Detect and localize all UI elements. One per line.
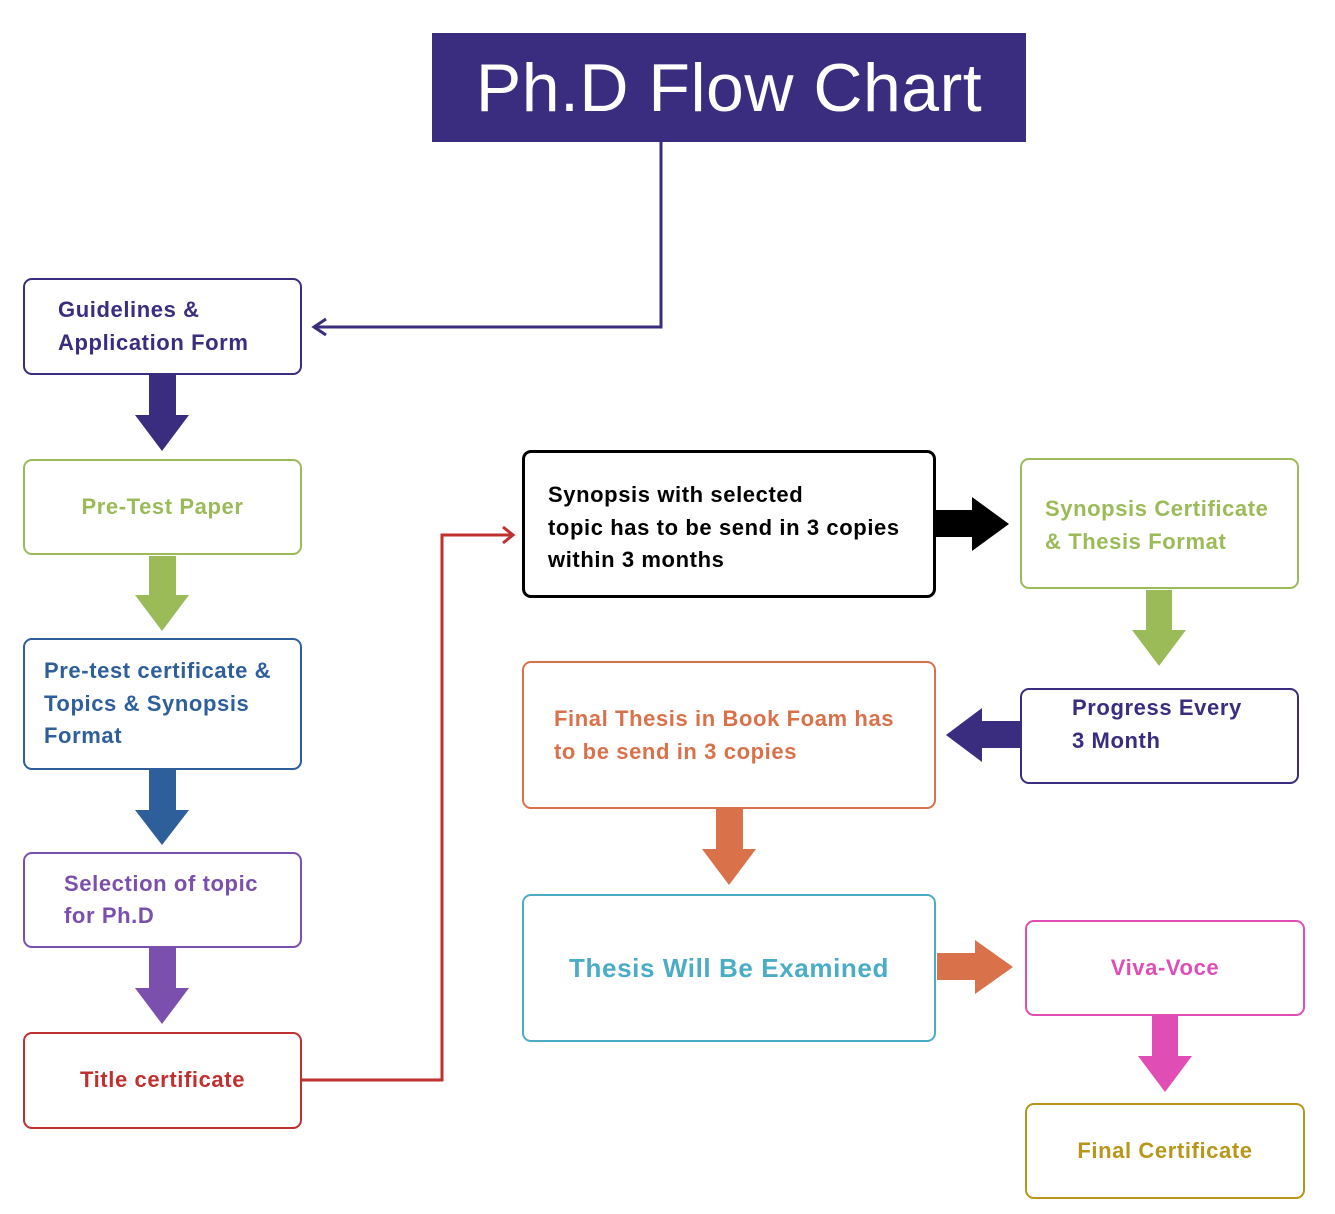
- node-guidelines-label: Guidelines & Application Form: [58, 297, 249, 355]
- node-synopsis-certificate: Synopsis Certificate & Thesis Format: [1020, 458, 1299, 589]
- title-connector-arrowhead: [311, 317, 327, 337]
- title-cert-connector-arrowhead: [502, 525, 516, 545]
- node-synopsis-label: Synopsis with selected topic has to be s…: [548, 482, 900, 572]
- node-progress: Progress Every 3 Month: [1020, 688, 1299, 784]
- title-connector-line: [314, 142, 663, 329]
- node-pretest-paper: Pre-Test Paper: [23, 459, 302, 555]
- arrow-final-thesis-to-examined: [702, 809, 756, 885]
- node-title-certificate: Title certificate: [23, 1032, 302, 1129]
- node-title-certificate-label: Title certificate: [79, 1067, 246, 1093]
- node-pretest-paper-label: Pre-Test Paper: [81, 493, 244, 519]
- arrow-certificate-to-selection: [135, 770, 189, 845]
- arrow-progress-to-final-thesis: [946, 708, 1021, 762]
- node-viva-voce-label: Viva-Voce: [1110, 954, 1220, 980]
- node-synopsis-certificate-label: Synopsis Certificate & Thesis Format: [1045, 496, 1269, 554]
- node-final-thesis: Final Thesis in Book Foam has to be send…: [522, 661, 936, 809]
- arrow-synopsis-cert-to-progress: [1132, 590, 1186, 666]
- node-pretest-certificate-label: Pre-test certificate & Topics & Synopsis…: [44, 658, 272, 749]
- node-progress-label: Progress Every 3 Month: [1072, 695, 1242, 753]
- node-topic-selection-label: Selection of topic for Ph.D: [64, 870, 259, 929]
- arrow-viva-to-final-cert: [1138, 1016, 1192, 1092]
- node-viva-voce: Viva-Voce: [1025, 920, 1305, 1016]
- arrow-pretest-to-certificate: [135, 556, 189, 631]
- chart-title: Ph.D Flow Chart: [432, 33, 1026, 142]
- title-cert-connector-line: [302, 533, 512, 1082]
- node-thesis-examined-label: Thesis Will Be Examined: [569, 953, 889, 983]
- node-pretest-certificate: Pre-test certificate & Topics & Synopsis…: [23, 638, 302, 770]
- node-final-certificate-label: Final Certificate: [1077, 1137, 1253, 1163]
- node-topic-selection: Selection of topic for Ph.D: [23, 852, 302, 948]
- node-thesis-examined: Thesis Will Be Examined: [522, 894, 936, 1042]
- arrow-guidelines-to-pretest: [135, 375, 189, 451]
- node-synopsis: Synopsis with selected topic has to be s…: [522, 450, 936, 598]
- node-guidelines: Guidelines & Application Form: [23, 278, 302, 375]
- node-final-thesis-label: Final Thesis in Book Foam has to be send…: [554, 706, 895, 764]
- arrow-synopsis-to-cert: [935, 497, 1009, 551]
- arrow-selection-to-title-cert: [135, 948, 189, 1024]
- node-final-certificate: Final Certificate: [1025, 1103, 1305, 1199]
- arrow-examined-to-viva: [937, 940, 1013, 994]
